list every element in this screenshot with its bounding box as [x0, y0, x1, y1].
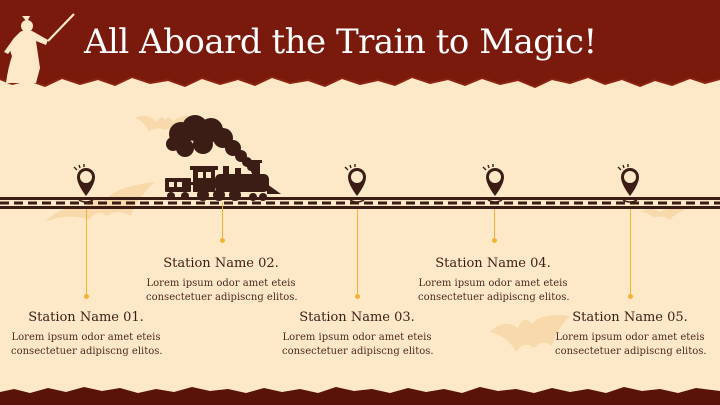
connector-dot: [220, 238, 225, 243]
header-banner: [0, 0, 720, 88]
location-pin-icon: [344, 164, 366, 203]
footer-torn-edge: [0, 387, 720, 405]
station-description-line: Lorem ipsum odor amet eteis: [555, 332, 705, 343]
station-description-line: consectetuer adipiscng elitos.: [555, 346, 707, 357]
station-card-03: Station Name 03. Lorem ipsum odor amet e…: [282, 310, 434, 359]
station-description-line: consectetuer adipiscng elitos.: [146, 292, 298, 303]
connector-dot: [84, 294, 89, 299]
station-card-01: Station Name 01. Lorem ipsum odor amet e…: [11, 310, 163, 359]
connector-line: [86, 209, 87, 295]
wizard-silhouette-icon: [4, 13, 75, 83]
station-name: Station Name 04.: [435, 256, 551, 271]
bat-icon: [490, 315, 570, 352]
page-title: All Aboard the Train to Magic!: [84, 22, 597, 62]
connector-dot: [492, 238, 497, 243]
station-card-05: Station Name 05. Lorem ipsum odor amet e…: [555, 310, 707, 359]
railway-track: [0, 197, 720, 209]
location-pin-icon: [617, 164, 639, 203]
station-card-04: Station Name 04. Lorem ipsum odor amet e…: [418, 256, 570, 305]
station-name: Station Name 02.: [163, 256, 279, 271]
connector-dot: [355, 294, 360, 299]
location-pin-icon: [482, 164, 504, 203]
connector-line: [630, 209, 631, 295]
station-description-line: Lorem ipsum odor amet eteis: [418, 278, 568, 289]
station-card-02: Station Name 02. Lorem ipsum odor amet e…: [146, 256, 298, 305]
station-description-line: Lorem ipsum odor amet eteis: [282, 332, 432, 343]
station-description-line: consectetuer adipiscng elitos.: [418, 292, 570, 303]
station-description-line: consectetuer adipiscng elitos.: [282, 346, 434, 357]
station-description-line: Lorem ipsum odor amet eteis: [146, 278, 296, 289]
connector-line: [357, 209, 358, 295]
station-description-line: Lorem ipsum odor amet eteis: [11, 332, 161, 343]
connector-dot: [628, 294, 633, 299]
steam-train-icon: [165, 115, 281, 201]
connector-line: [494, 209, 495, 240]
station-description-line: consectetuer adipiscng elitos.: [11, 346, 163, 357]
location-pin-icon: [73, 164, 95, 203]
station-name: Station Name 05.: [572, 310, 688, 325]
bat-icon: [640, 208, 685, 220]
station-name: Station Name 01.: [28, 310, 144, 325]
connector-line: [222, 202, 223, 240]
station-name: Station Name 03.: [299, 310, 415, 325]
